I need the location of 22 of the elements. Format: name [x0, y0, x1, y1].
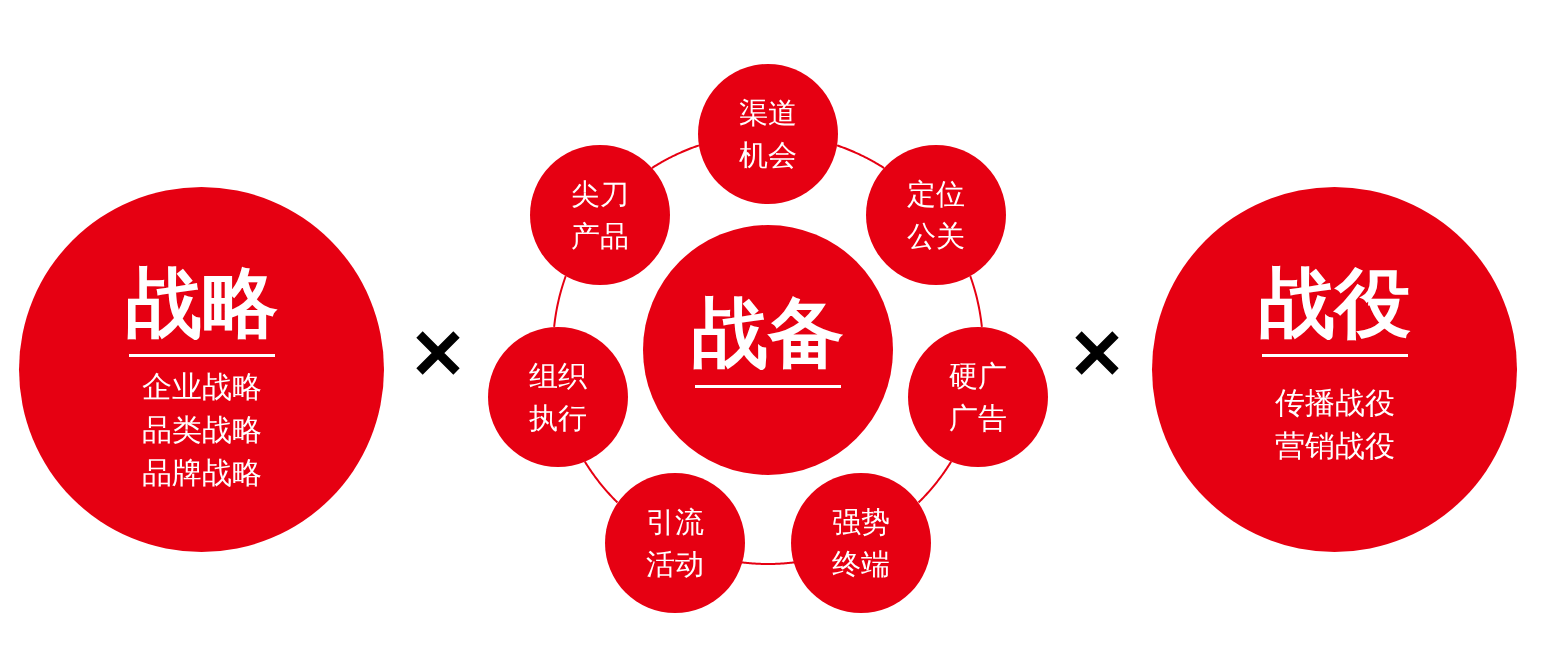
- list-item-text: 企业战略: [141, 368, 262, 406]
- ring-arc: [650, 144, 700, 170]
- ring-arc: [583, 460, 619, 504]
- list-item-text: 营销战役: [1274, 427, 1395, 465]
- list-item-text: 品类战略: [141, 411, 262, 449]
- circle-label: 组织执行: [529, 357, 588, 437]
- circle-label: 尖刀产品: [570, 175, 629, 255]
- circle-label: 渠道机会: [739, 95, 797, 174]
- heading-text: 战役: [1258, 263, 1411, 343]
- circle-label: 硬广广告: [948, 357, 1007, 437]
- circle-label: 强势终端: [832, 503, 891, 583]
- circle-label: 引流活动: [645, 503, 704, 583]
- heading-text: 战略: [125, 263, 278, 343]
- circle-label: 定位公关: [907, 175, 966, 255]
- ring-arc: [917, 460, 953, 504]
- list-item-text: 传播战役: [1274, 384, 1395, 422]
- ring-arc: [553, 275, 567, 328]
- heading-text: 战备: [692, 293, 844, 373]
- ring-arc: [740, 561, 796, 565]
- ring-arc: [969, 275, 983, 328]
- list-item-text: 品牌战略: [141, 454, 262, 492]
- ring-arc: [836, 144, 886, 170]
